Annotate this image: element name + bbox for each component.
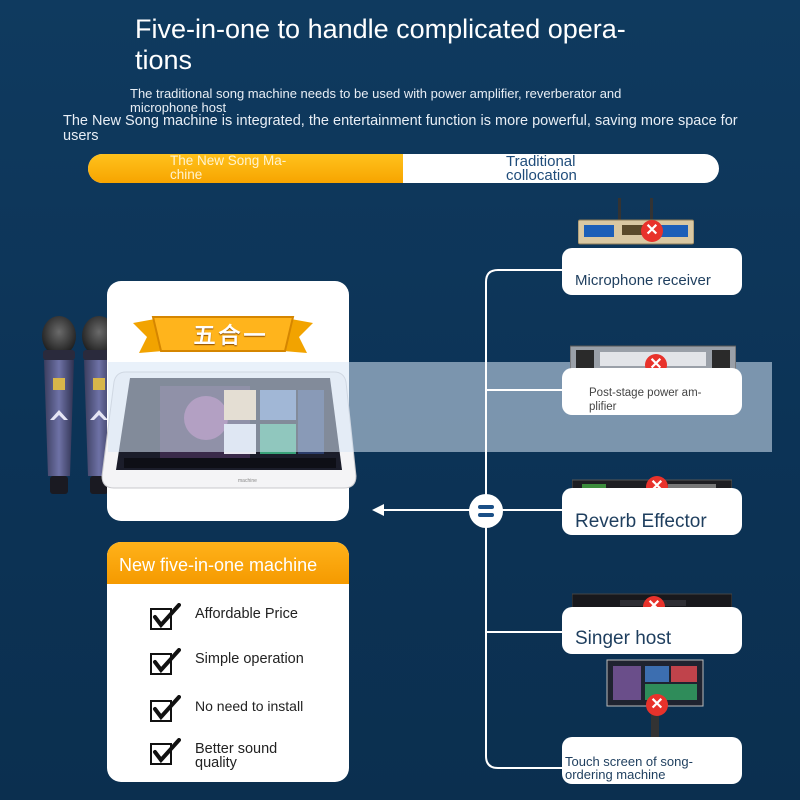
check-icon — [150, 603, 181, 630]
feature-item: No need to install — [149, 695, 339, 735]
feature-label: Affordable Price — [195, 606, 298, 622]
check-icon — [150, 648, 181, 675]
component-label: Post-stage power am- plifier — [589, 387, 702, 413]
component-label: Microphone receiver — [575, 272, 711, 289]
subtitle-new: The New Song machine is integrated, the … — [63, 113, 738, 144]
component-card: Singer host — [562, 607, 742, 654]
component-label: Singer host — [575, 628, 672, 649]
feature-item: Affordable Price — [149, 603, 339, 643]
comparison-bar: The New Song Ma- chine Traditional collo… — [88, 154, 719, 183]
feature-label: Better sound quality — [195, 741, 278, 771]
component-card: Reverb Effector — [562, 488, 742, 535]
microphone-receiver-image — [578, 198, 694, 245]
arrow-left-icon — [372, 504, 384, 516]
component-label: Reverb Effector — [575, 511, 707, 532]
page-title: Five-in-one to handle complicated opera-… — [135, 14, 626, 75]
check-icon — [150, 738, 181, 765]
comparison-new-segment — [88, 154, 403, 183]
component-card: Post-stage power am- plifier — [562, 368, 742, 415]
features-header — [107, 542, 349, 584]
component-label: Touch screen of song-ordering machine — [565, 754, 693, 782]
x-icon: ✕ — [646, 694, 668, 716]
comparison-traditional-label: Traditional collocation — [506, 154, 577, 183]
wireless-microphone-icon — [42, 316, 76, 494]
component-card: Microphone receiver — [562, 248, 742, 295]
features-title: New five-in-one machine — [119, 555, 318, 575]
ribbon-banner-icon — [133, 316, 313, 353]
x-icon: ✕ — [641, 220, 663, 242]
feature-item: Better sound quality — [149, 738, 339, 778]
check-icon — [150, 695, 181, 722]
feature-label: No need to install — [195, 698, 304, 714]
feature-label: Simple operation — [195, 651, 304, 667]
subtitle-traditional: The traditional song machine needs to be… — [130, 86, 622, 115]
features-card: New five-in-one machine — [107, 542, 349, 782]
component-card: Touch screen of song-ordering machine — [562, 737, 742, 784]
comparison-new-label: The New Song Ma- chine — [170, 154, 287, 182]
device-brand-text: machine — [238, 478, 257, 484]
equals-icon — [469, 494, 503, 528]
five-in-one-banner-text: 五合一 — [193, 323, 269, 348]
feature-item: Simple operation — [149, 648, 339, 688]
